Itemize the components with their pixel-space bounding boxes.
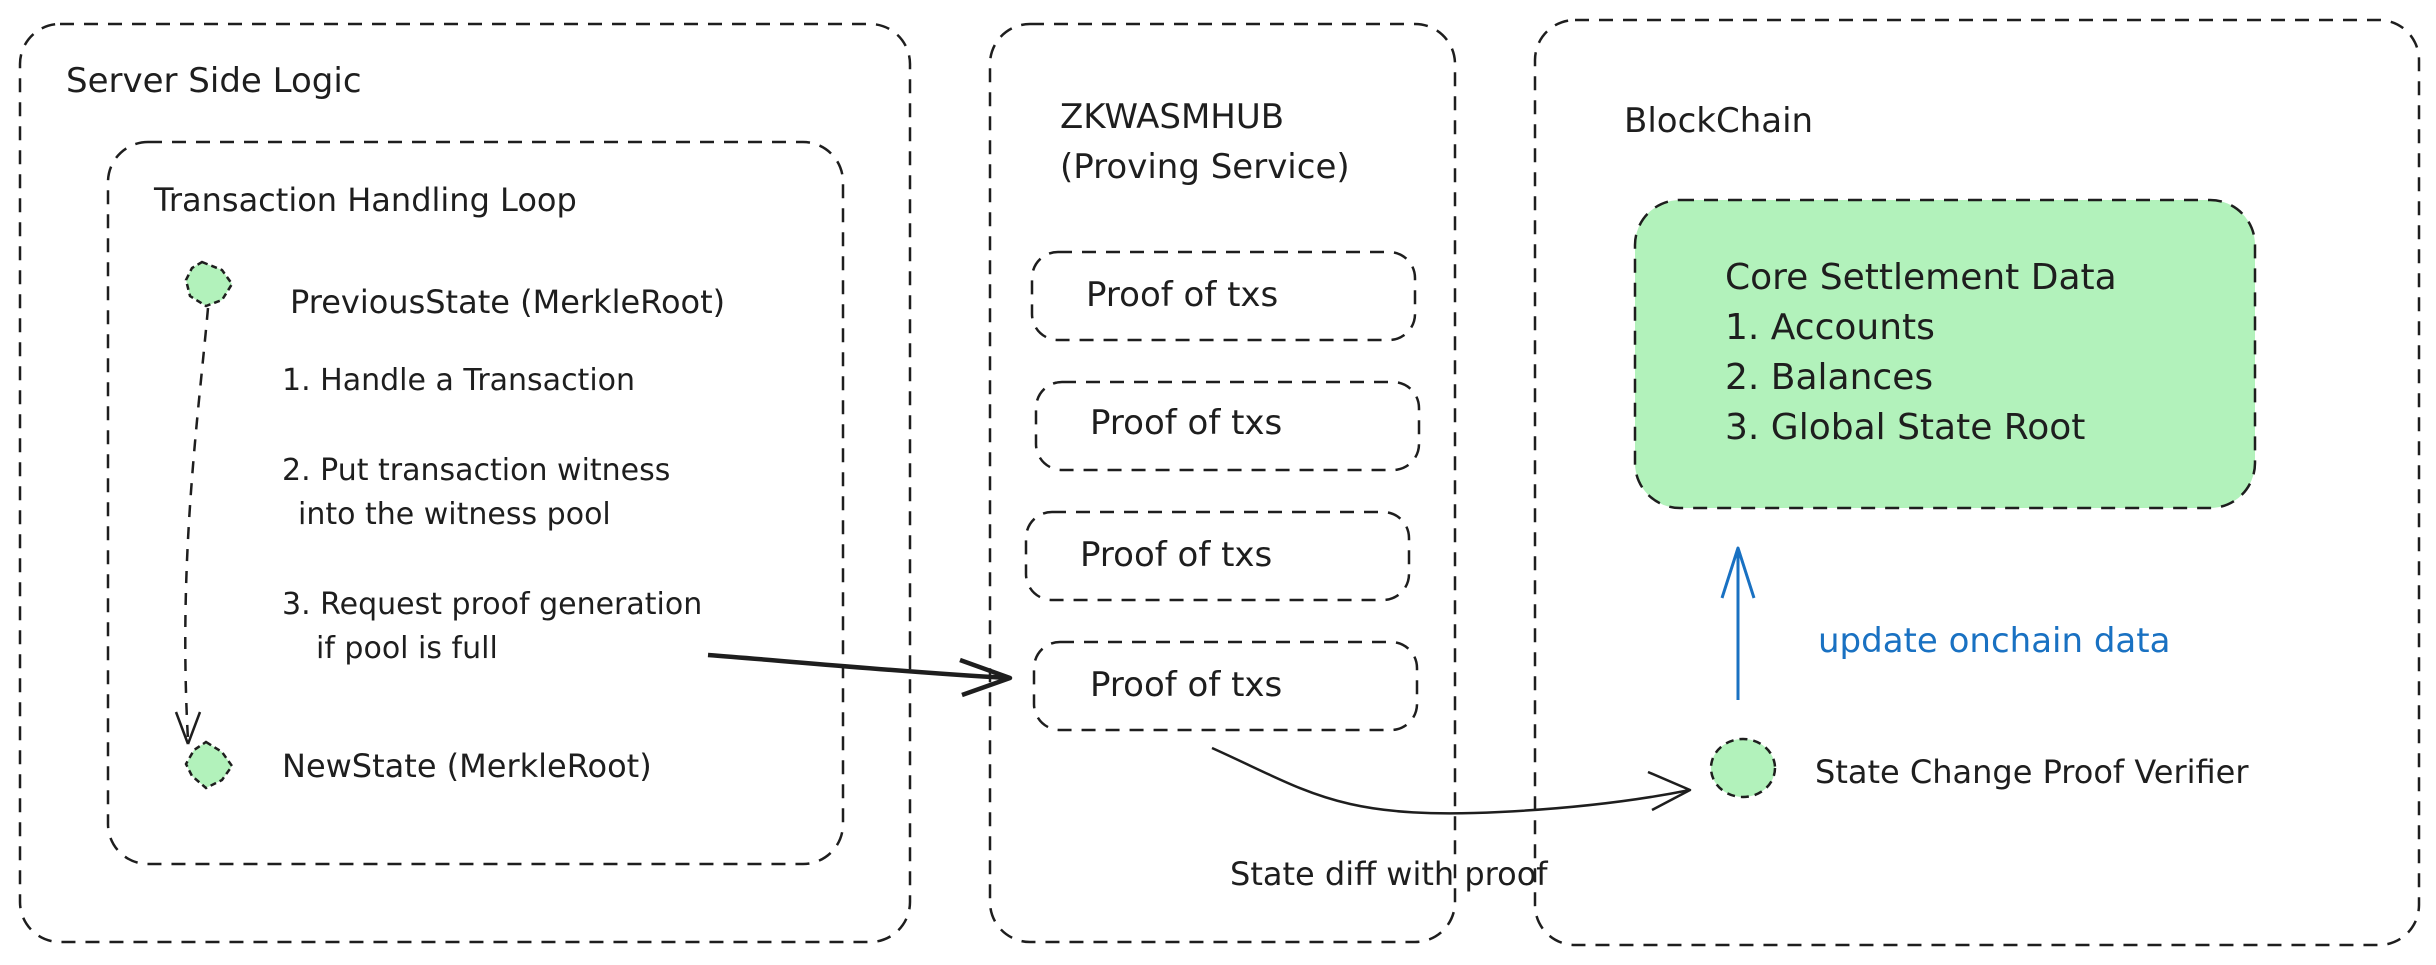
proof-box-2 xyxy=(1034,380,1421,472)
loop-title: Transaction Handling Loop xyxy=(154,181,577,219)
verifier-node xyxy=(1709,737,1777,799)
hub-title-line2: (Proving Service) xyxy=(1060,147,1350,187)
step-1-label: 1. Handle a Transaction xyxy=(282,363,636,398)
proof-label-1: Proof of txs xyxy=(1086,275,1279,315)
previous-state-label: PreviousState (MerkleRoot) xyxy=(290,283,726,321)
blockchain-title: BlockChain xyxy=(1624,101,1814,141)
core-item-global-state-root: 3. Global State Root xyxy=(1725,407,2086,448)
new-state-label: NewState (MerkleRoot) xyxy=(282,747,652,785)
update-onchain-arrow-head xyxy=(1720,546,1756,599)
server-side-title: Server Side Logic xyxy=(66,61,362,101)
new-state-node xyxy=(184,740,234,790)
core-settlement-box xyxy=(1633,198,2257,510)
proof-box-1 xyxy=(1030,250,1417,342)
step-2-label-line2: into the witness pool xyxy=(298,497,611,532)
previous-state-node xyxy=(184,260,234,308)
proof-label-4: Proof of txs xyxy=(1090,665,1283,705)
core-settlement-title: Core Settlement Data xyxy=(1725,257,2117,298)
proof-box-4 xyxy=(1032,640,1419,732)
core-item-accounts: 1. Accounts xyxy=(1725,307,1935,348)
request-proof-arrow-head xyxy=(959,657,1013,698)
verifier-label: State Change Proof Verifier xyxy=(1815,753,2249,791)
update-onchain-label: update onchain data xyxy=(1818,621,2171,661)
zkwasmhub-container xyxy=(988,22,1457,944)
step-3-label-line1: 3. Request proof generation xyxy=(282,587,703,622)
state-diff-arrow-head xyxy=(1647,770,1692,812)
proof-label-3: Proof of txs xyxy=(1080,535,1273,575)
state-diff-arrow xyxy=(1211,746,1691,815)
loop-arrow xyxy=(184,307,210,741)
core-item-balances: 2. Balances xyxy=(1725,357,1934,398)
proof-box-3 xyxy=(1024,510,1411,602)
state-diff-label: State diff with proof xyxy=(1230,855,1548,893)
request-proof-arrow xyxy=(707,652,1009,681)
proof-label-2: Proof of txs xyxy=(1090,403,1283,443)
hub-title-line1: ZKWASMHUB xyxy=(1060,97,1285,137)
transaction-loop-container xyxy=(106,140,845,866)
loop-arrow-head xyxy=(174,711,202,745)
step-3-label-line2: if pool is full xyxy=(316,631,498,666)
step-2-label-line1: 2. Put transaction witness xyxy=(282,453,671,488)
